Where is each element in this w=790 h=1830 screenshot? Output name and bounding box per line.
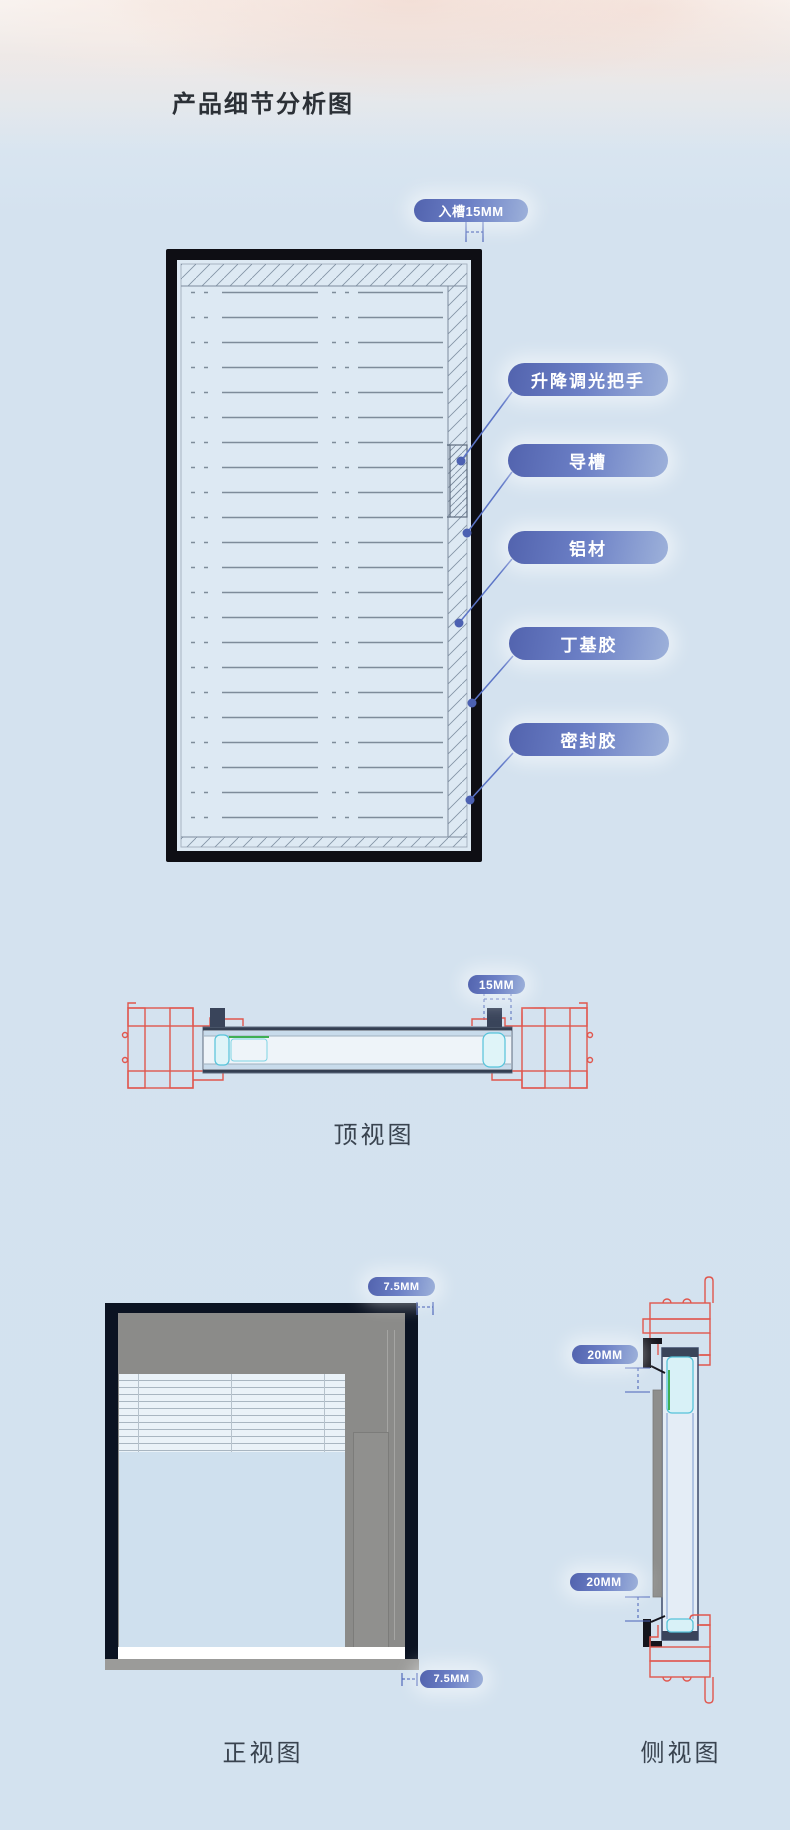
label-pill-aluminum: 铝材 (508, 531, 668, 564)
frontview-frame-left (105, 1303, 118, 1659)
frontview-glass (119, 1452, 345, 1647)
detail-drawing-svg (166, 222, 514, 862)
sideview-brackets (643, 1338, 666, 1647)
top-view-caption: 顶视图 (333, 1122, 415, 1149)
label-pill-guide-track: 导槽 (508, 444, 668, 477)
header-texture (0, 0, 790, 160)
topview-dimension (483, 993, 512, 1023)
sideview-wall-bar (652, 1389, 663, 1598)
page-title: 产品细节分析图 (172, 91, 354, 118)
label-pill-butyl-glue: 丁基胶 (509, 627, 669, 660)
frontview-handle-box (353, 1432, 389, 1650)
blind-slats (181, 286, 447, 834)
side-view-drawing (555, 1260, 735, 1730)
groove-dim-pill: 入槽15MM (414, 199, 528, 222)
frontview-blinds (119, 1374, 345, 1452)
frontview-dim-top-pill: 7.5MM (368, 1277, 435, 1296)
frontview-dim-bottom-bracket (401, 1673, 418, 1686)
side-view-caption: 侧视图 (640, 1740, 722, 1767)
label-pill-lift-handle: 升降调光把手 (508, 363, 668, 396)
topview-dim-pill: 15MM (468, 975, 525, 994)
frontview-dim-top-bracket (416, 1302, 434, 1315)
detail-diagram (0, 180, 790, 880)
sideview-bottom-red-profile (649, 1614, 714, 1704)
sideview-glass-unit (661, 1347, 699, 1641)
glass-panel-section (202, 1008, 513, 1074)
front-view-drawing (105, 1303, 419, 1670)
sideview-dim-top-pill: 20MM (572, 1345, 638, 1364)
top-view-drawing (100, 975, 620, 1145)
sideview-dim-bottom-pill: 20MM (570, 1573, 638, 1591)
frontview-frame-top (105, 1303, 418, 1313)
leader-dots (454, 456, 477, 805)
hatch-bands (181, 264, 467, 847)
frontview-sill (118, 1647, 405, 1659)
frontview-dim-bottom-pill: 7.5MM (420, 1670, 483, 1688)
frontview-frame-right (405, 1303, 418, 1659)
leader-lines (458, 391, 514, 801)
front-view-caption: 正视图 (222, 1740, 304, 1767)
sideview-dimensions (625, 1367, 650, 1622)
top-view-svg (121, 993, 594, 1089)
frontview-frame-bottom (105, 1659, 419, 1670)
groove-dimension (465, 222, 484, 242)
label-pill-sealant: 密封胶 (509, 723, 669, 756)
side-view-svg (625, 1276, 714, 1704)
